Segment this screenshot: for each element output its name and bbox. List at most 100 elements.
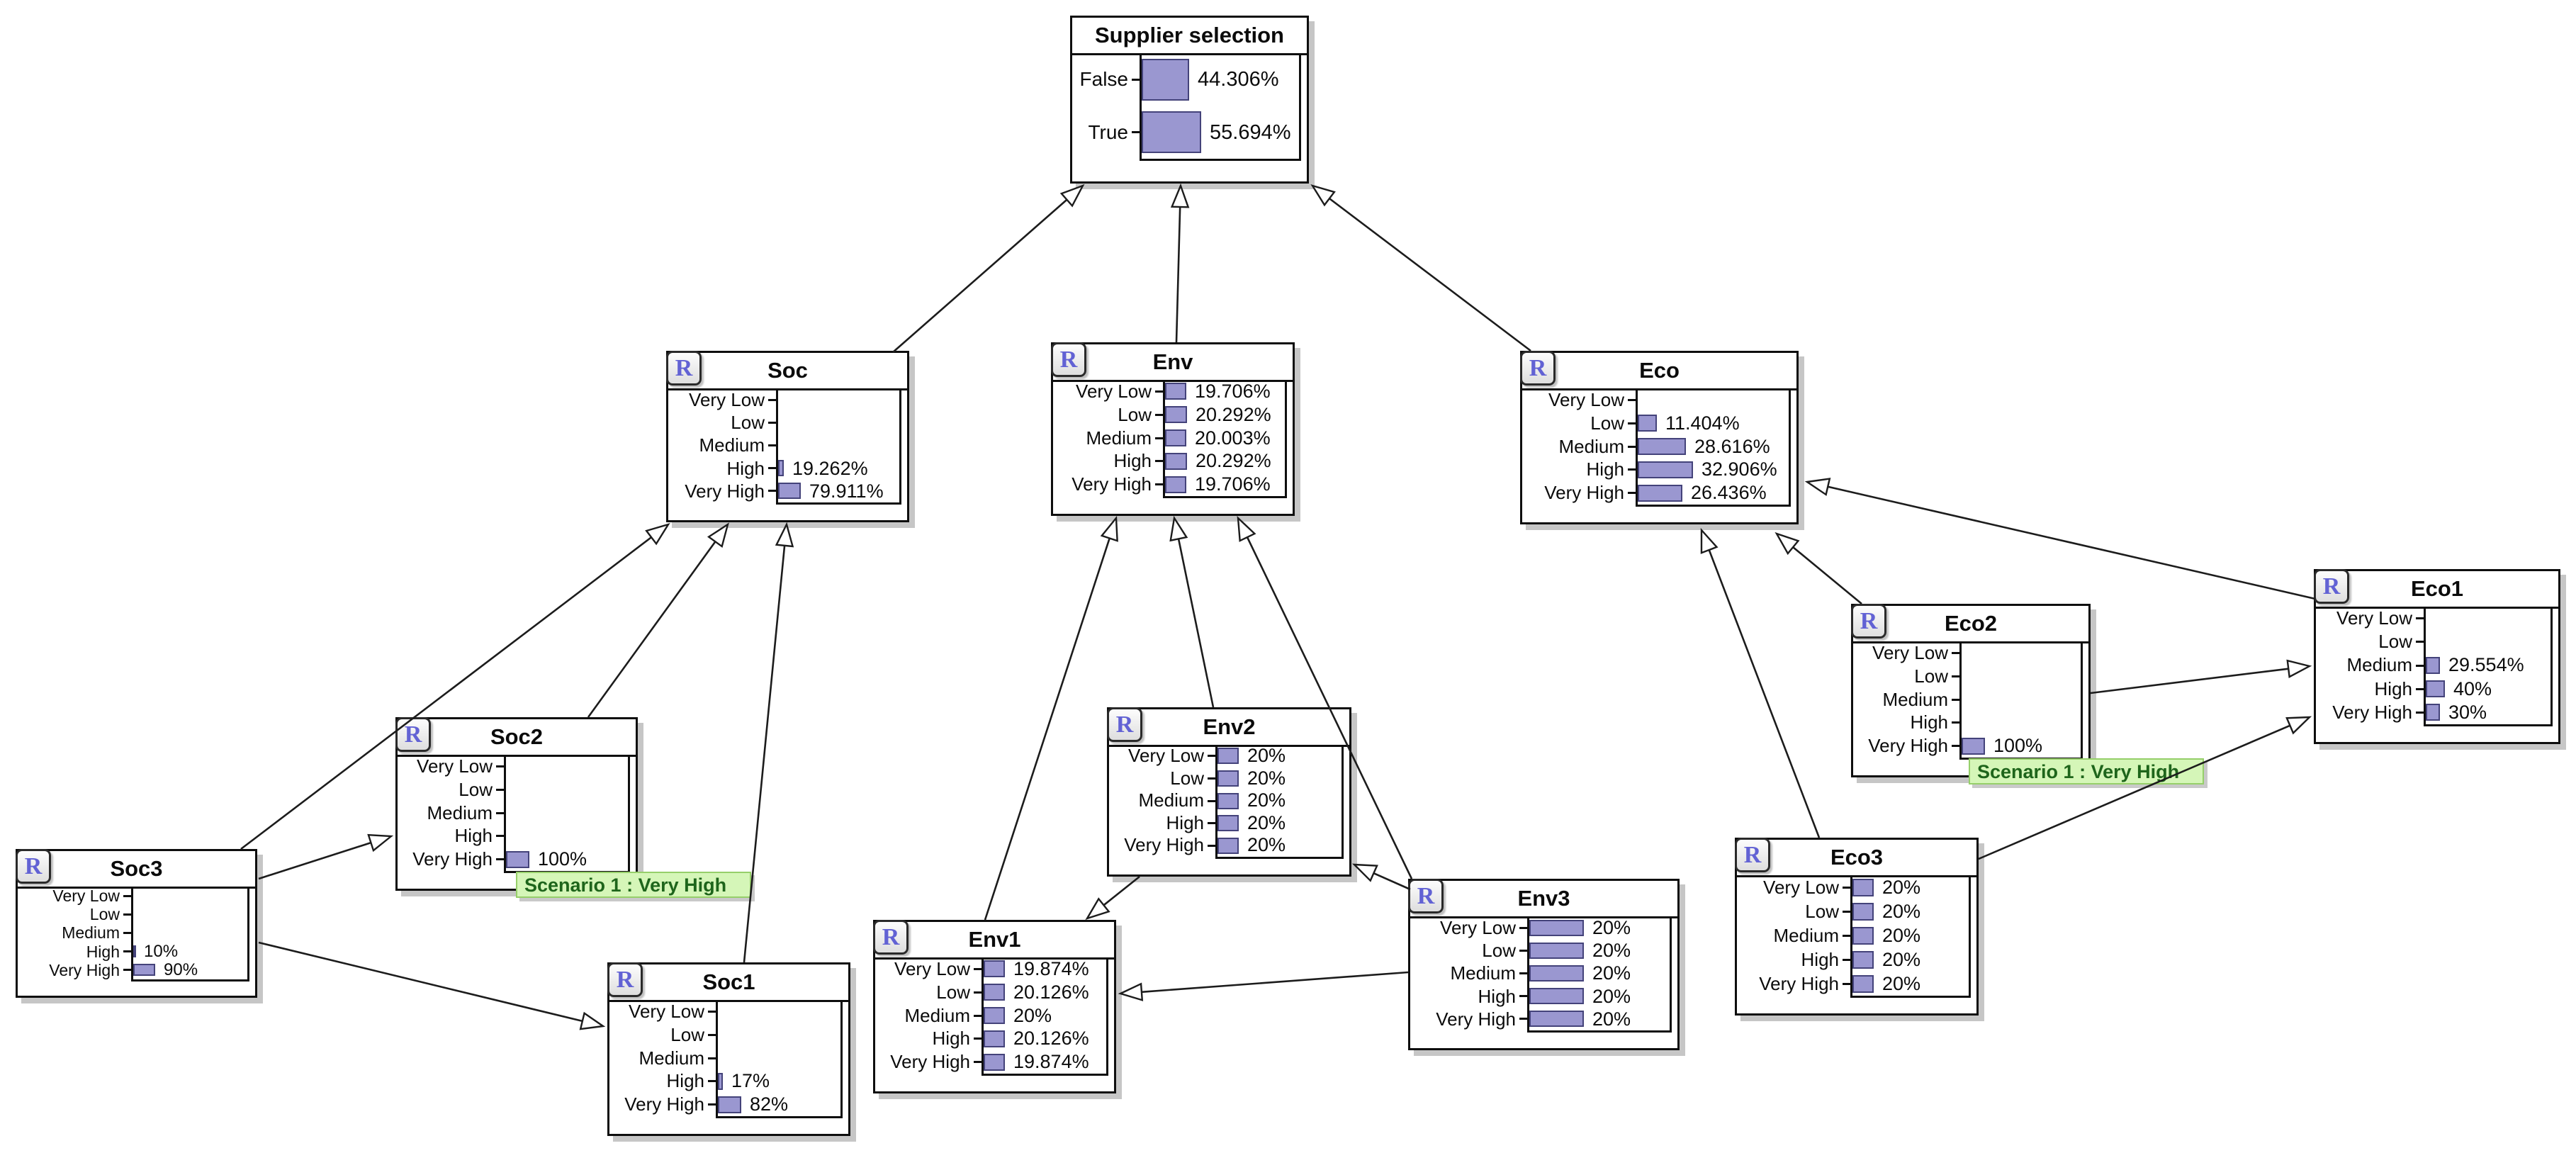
state-label: Very Low [689, 389, 765, 410]
arrowhead-icon [1085, 897, 1110, 921]
state-label: High [1478, 985, 1516, 1007]
plot-frame [716, 1000, 843, 1118]
edge-env2-to-env1 [1085, 875, 1140, 921]
probability-value: 20.292% [1196, 450, 1271, 472]
probability-value: 20% [1882, 877, 1921, 898]
edge-env2-to-env [1169, 515, 1215, 708]
axis-tick [768, 467, 776, 469]
node-title: Eco1 [2316, 571, 2558, 609]
axis-tick [2416, 641, 2424, 643]
edge-eco2-to-eco1 [2090, 659, 2312, 694]
probability-value: 20% [1882, 949, 1921, 970]
probability-value: 20.003% [1195, 427, 1271, 449]
state-label: High [1166, 811, 1204, 833]
state-label: Very High [1868, 735, 1948, 757]
state-label: Very High [412, 848, 493, 870]
node-title: Env3 [1410, 881, 1677, 918]
probability-value: 28.616% [1694, 435, 1770, 457]
probability-value: 20% [1882, 925, 1921, 946]
arrowhead-icon [579, 1011, 606, 1030]
probability-value: 19.706% [1195, 473, 1271, 495]
probability-value: 40% [2453, 677, 2492, 699]
probability-bar [778, 460, 784, 476]
probability-value: 32.906% [1702, 459, 1777, 480]
state-label: Very High [1072, 473, 1152, 495]
node-title: Supplier selection [1072, 18, 1307, 55]
axis-tick [1155, 483, 1163, 485]
state-label: Medium [1558, 435, 1624, 457]
r-icon[interactable]: R [395, 717, 431, 752]
axis-tick [768, 490, 776, 492]
probability-value: 20% [1247, 789, 1286, 811]
r-icon[interactable]: R [607, 962, 643, 997]
plot-frame [982, 957, 1108, 1076]
axis-tick [1628, 399, 1636, 401]
state-label: High [1113, 450, 1152, 472]
axis-tick [708, 1080, 716, 1082]
axis-tick [1843, 983, 1850, 985]
state-label: High [1910, 712, 1948, 733]
probability-bar [1638, 415, 1657, 432]
plot-frame [1140, 53, 1301, 161]
node-title: Eco2 [1853, 606, 2088, 643]
r-icon[interactable]: R [2314, 569, 2349, 604]
r-icon[interactable]: R [1520, 351, 1556, 386]
r-icon[interactable]: R [1851, 604, 1886, 639]
state-label: Very High [2332, 701, 2412, 723]
probability-value: 82% [750, 1093, 789, 1115]
node-title: Soc [668, 353, 907, 390]
probability-value: 19.874% [1013, 1051, 1089, 1073]
probability-bar [1852, 927, 1874, 945]
axis-tick [1843, 911, 1850, 913]
r-icon[interactable]: R [666, 351, 702, 386]
state-label: Very Low [52, 887, 120, 905]
state-label: Very Low [417, 755, 493, 777]
r-icon[interactable]: R [1051, 342, 1086, 377]
probability-value: 20% [1592, 1008, 1631, 1030]
probability-bar [1529, 1011, 1584, 1027]
r-icon[interactable]: R [16, 849, 51, 884]
state-label: Very High [1436, 1008, 1516, 1030]
axis-tick [974, 1015, 982, 1017]
node-title: Soc2 [398, 719, 636, 757]
state-label: Very Low [1440, 917, 1516, 938]
state-label: Medium [427, 802, 493, 823]
probability-bar [1529, 920, 1584, 936]
edge-env3-to-env2 [1351, 863, 1411, 891]
r-icon[interactable]: R [873, 920, 909, 955]
state-label: Very Low [1763, 877, 1839, 898]
axis-tick [768, 399, 776, 401]
probability-bar [1165, 429, 1186, 446]
arrowhead-icon [1700, 527, 1719, 554]
r-icon[interactable]: R [1735, 838, 1770, 872]
axis-tick [1628, 468, 1636, 471]
plot-frame [2424, 607, 2553, 726]
plot-frame [776, 388, 901, 505]
state-label: Very Low [894, 958, 970, 979]
axis-tick [974, 1037, 982, 1040]
state-label: Very Low [2336, 607, 2412, 629]
probability-value: 20% [1592, 985, 1631, 1007]
state-label: Medium [699, 434, 765, 456]
probability-bar [1529, 943, 1584, 959]
axis-tick [768, 444, 776, 446]
r-icon[interactable]: R [1408, 879, 1444, 913]
probability-bar [506, 851, 529, 868]
probability-value: 20.126% [1013, 981, 1089, 1003]
r-icon[interactable]: R [1107, 707, 1142, 742]
probability-bar [1217, 815, 1239, 831]
axis-tick [1155, 437, 1163, 439]
